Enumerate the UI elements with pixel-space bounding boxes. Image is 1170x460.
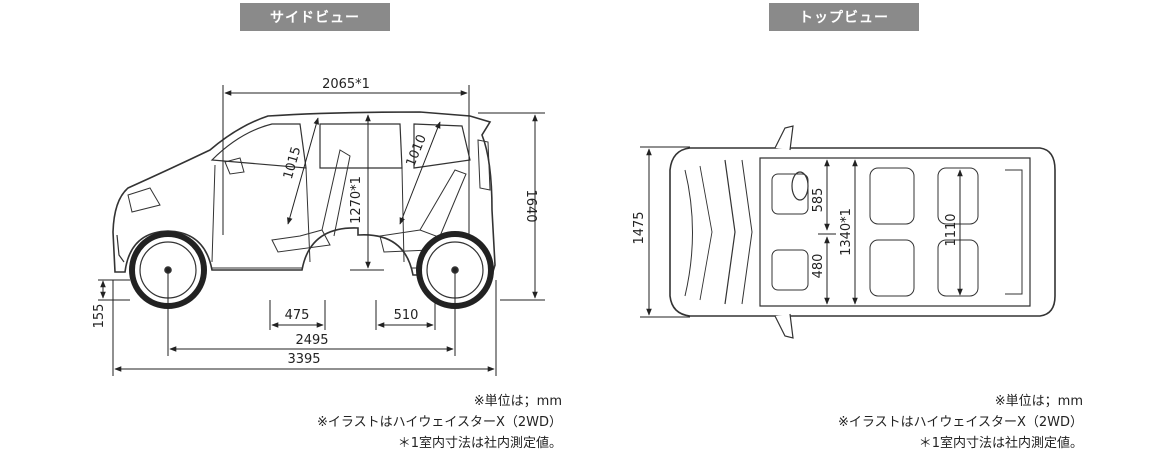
unit-note: ※単位は；mm	[994, 394, 1083, 409]
top-view-title: トップビュー	[769, 3, 919, 31]
interior-height-label: 1270*1	[349, 176, 364, 224]
front-center-label: 585	[811, 188, 826, 213]
measurement-note: ＊1室内寸法は社内測定値。	[918, 436, 1083, 451]
rear-width-label: 1110	[944, 213, 959, 246]
interior-width-label: 1340*1	[839, 208, 854, 256]
overall-width-label: 1475	[632, 211, 647, 244]
overall-length-label: 3395	[287, 352, 320, 367]
measurement-note: ＊1室内寸法は社内測定値。	[397, 436, 562, 451]
wheelbase-label: 2495	[295, 333, 328, 348]
top-view-car-illustration	[669, 125, 1056, 339]
side-view-title: サイドビュー	[240, 3, 390, 31]
ground-clearance-label: 155	[92, 304, 107, 329]
front-seat-width-label: 475	[285, 308, 310, 323]
top-view-notes: ※単位は；mm ※イラストはハイウェイスターX（2WD） ＊1室内寸法は社内測定…	[838, 391, 1083, 454]
rear-center-label: 480	[811, 254, 826, 279]
cabin-length-label: 2065*1	[322, 77, 370, 92]
rear-seat-width-label: 510	[394, 308, 419, 323]
illustration-note: ※イラストはハイウェイスターX（2WD）	[837, 415, 1083, 430]
side-view-notes: ※単位は；mm ※イラストはハイウェイスターX（2WD） ＊1室内寸法は社内測定…	[317, 391, 562, 454]
unit-note: ※単位は；mm	[473, 394, 562, 409]
overall-height-label: 1640	[523, 189, 538, 222]
side-view-car-illustration	[112, 111, 496, 309]
illustration-note: ※イラストはハイウェイスターX（2WD）	[316, 415, 562, 430]
